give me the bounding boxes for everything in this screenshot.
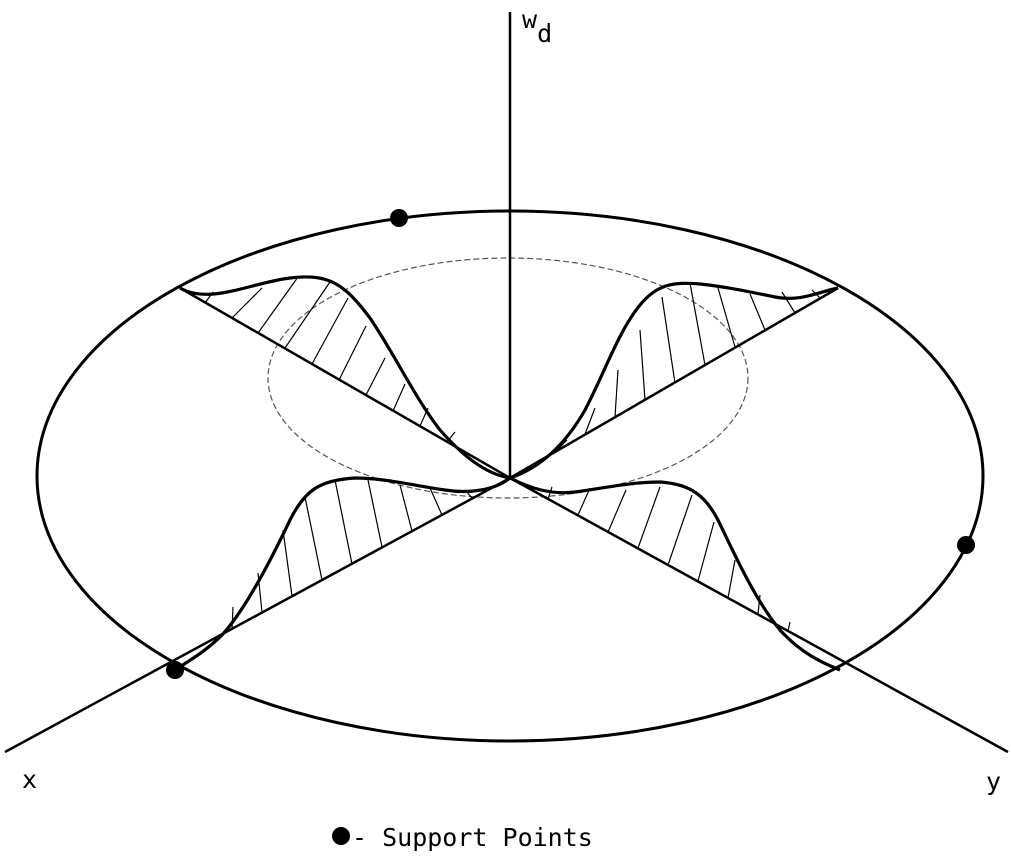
support-point-lower-left [166, 661, 184, 679]
legend-marker-icon [332, 827, 350, 845]
support-point-top [390, 209, 408, 227]
hatching-lower-left [231, 479, 473, 630]
upper-right-radial-line [509, 286, 839, 480]
y-axis-line [509, 476, 1009, 754]
legend: - Support Points [332, 823, 593, 852]
y-axis-label: y [986, 767, 1001, 796]
legend-text: - Support Points [352, 823, 593, 852]
curve-lower-right [509, 476, 841, 672]
hatching-upper-right [554, 282, 821, 453]
curve-upper-right [509, 281, 839, 480]
support-point-right [957, 536, 975, 554]
inner-nodal-ellipse [267, 257, 749, 499]
hatching-upper-left [204, 276, 456, 443]
wd-axis-subscript: d [537, 19, 552, 48]
curve-upper-left [179, 275, 511, 480]
hatching-lower-right [547, 486, 791, 632]
x-axis-line [4, 476, 511, 754]
wd-axis-label: wd [522, 5, 552, 48]
curve-lower-left [174, 476, 511, 672]
wd-axis-symbol: w [522, 5, 538, 34]
x-axis-label: x [22, 765, 37, 794]
